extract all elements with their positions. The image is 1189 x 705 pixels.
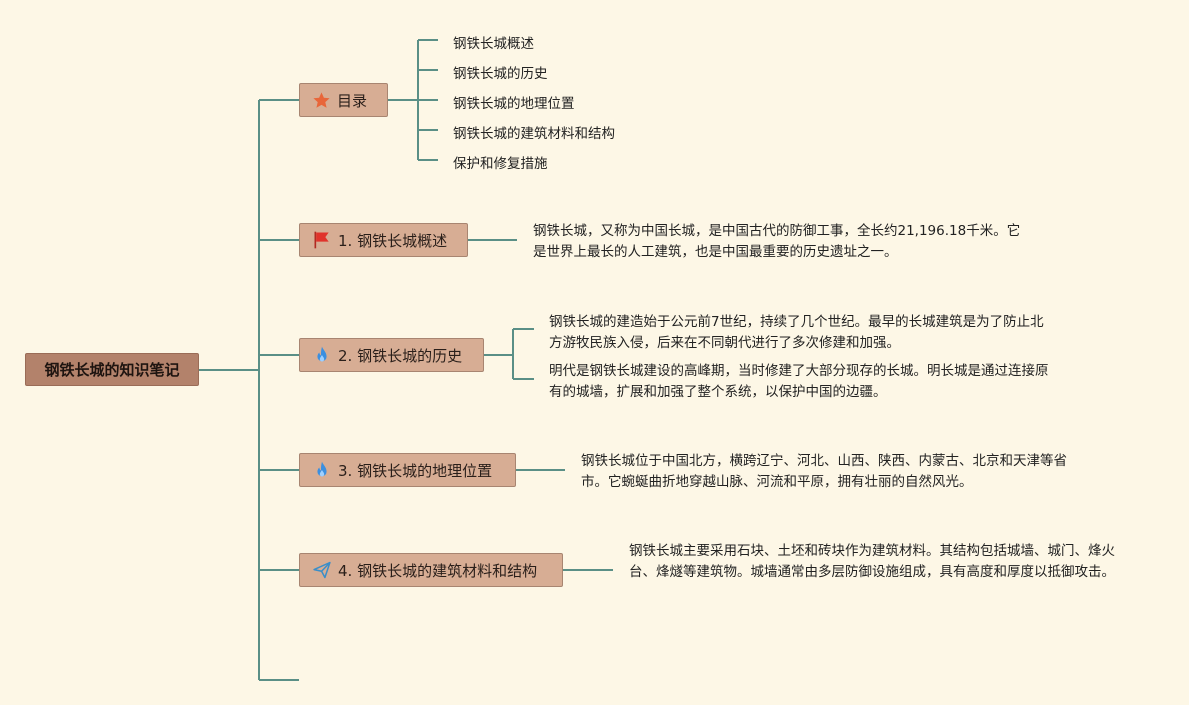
root-title: 钢铁长城的知识笔记 <box>44 361 180 379</box>
section-2-label: 2. 钢铁长城的历史 <box>338 346 463 365</box>
paper-plane-icon <box>312 560 332 580</box>
toc-node[interactable]: 目录 <box>299 83 388 117</box>
flame-icon <box>312 460 332 480</box>
root-node[interactable]: 钢铁长城的知识笔记 <box>25 353 199 386</box>
toc-item[interactable]: 钢铁长城概述 <box>453 36 534 52</box>
toc-item[interactable]: 钢铁长城的地理位置 <box>453 96 575 112</box>
section-2-paragraph: 明代是钢铁长城建设的高峰期，当时修建了大部分现存的长城。明长城是通过连接原有的城… <box>549 363 1049 400</box>
toc-item[interactable]: 保护和修复措施 <box>453 156 548 172</box>
star-icon <box>312 91 331 110</box>
section-2-paragraph: 钢铁长城的建造始于公元前7世纪，持续了几个世纪。最早的长城建筑是为了防止北方游牧… <box>549 314 1044 351</box>
toc-item[interactable]: 钢铁长城的建筑材料和结构 <box>453 126 615 142</box>
section-4-node[interactable]: 4. 钢铁长城的建筑材料和结构 <box>299 553 563 587</box>
flame-icon <box>312 345 332 365</box>
section-3-node[interactable]: 3. 钢铁长城的地理位置 <box>299 453 516 487</box>
section-3-label: 3. 钢铁长城的地理位置 <box>338 461 493 480</box>
section-2-node[interactable]: 2. 钢铁长城的历史 <box>299 338 484 372</box>
section-1-label: 1. 钢铁长城概述 <box>338 231 448 250</box>
toc-label: 目录 <box>337 91 368 110</box>
section-4-paragraph: 钢铁长城主要采用石块、土坯和砖块作为建筑材料。其结构包括城墙、城门、烽火台、烽燧… <box>629 543 1115 580</box>
red-flag-icon <box>312 230 332 250</box>
section-1-node[interactable]: 1. 钢铁长城概述 <box>299 223 468 257</box>
section-3-paragraph: 钢铁长城位于中国北方，横跨辽宁、河北、山西、陕西、内蒙古、北京和天津等省市。它蜿… <box>581 453 1067 490</box>
section-1-paragraph: 钢铁长城，又称为中国长城，是中国古代的防御工事，全长约21,196.18千米。它… <box>533 223 1021 260</box>
toc-item[interactable]: 钢铁长城的历史 <box>453 66 548 82</box>
section-4-label: 4. 钢铁长城的建筑材料和结构 <box>338 561 538 580</box>
